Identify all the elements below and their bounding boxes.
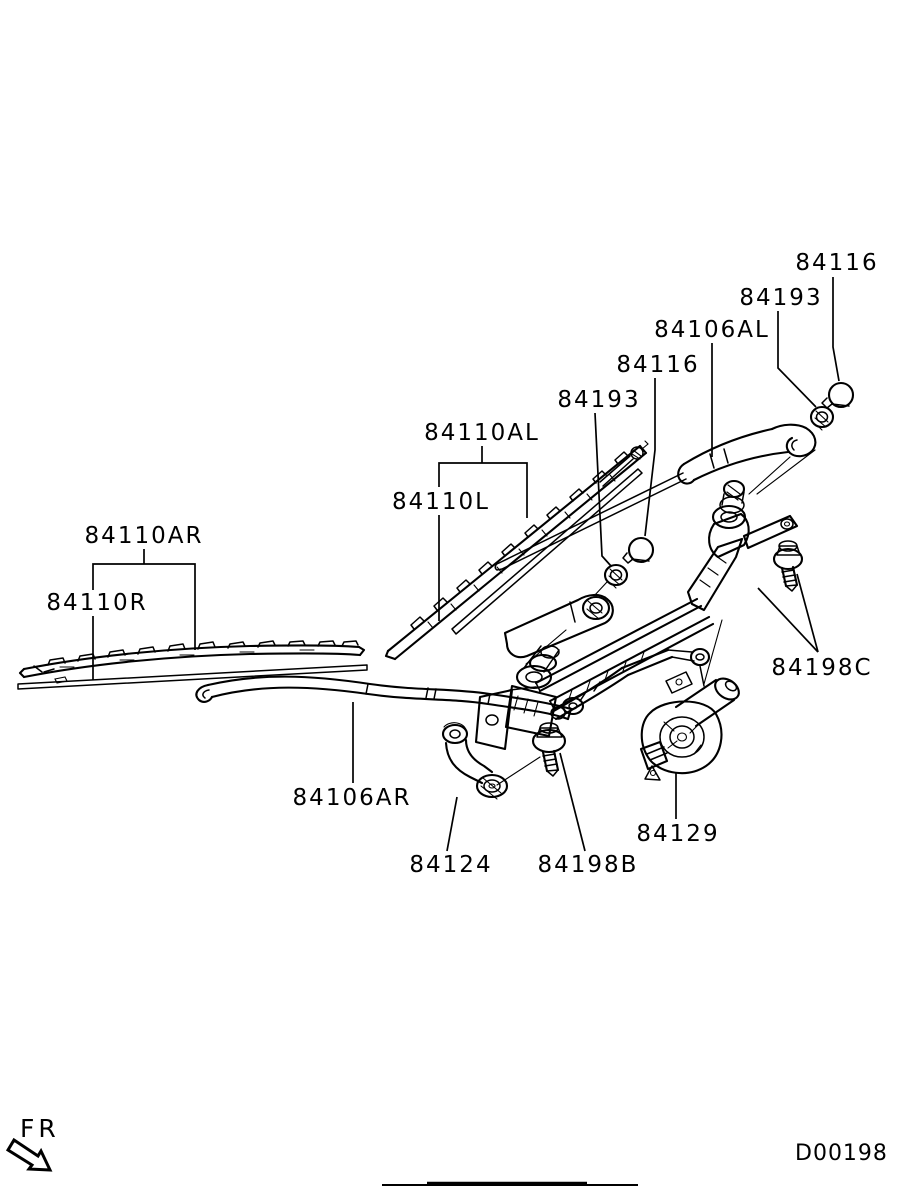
leader-line-84116-left-pivot-cap	[644, 378, 656, 537]
part-label-84110R: 84110R	[46, 590, 147, 616]
arm-hook	[770, 423, 817, 458]
leader-line-84116-right-pivot-cap	[832, 277, 840, 382]
leader-line-84198C	[796, 573, 819, 653]
part-label-84110L: 84110L	[392, 489, 490, 515]
assembly-axis-lines	[496, 449, 816, 786]
blade-claws	[47, 640, 359, 666]
leader-line-84110AR-1	[92, 563, 196, 650]
part-label-84116-left-pivot-cap: 84116	[616, 352, 699, 378]
part-label-84198C: 84198C	[771, 655, 872, 681]
diagram-artwork	[17, 381, 855, 800]
part-label-84198B: 84198B	[538, 852, 639, 878]
part-label-84110AR: 84110AR	[85, 523, 204, 549]
fr-direction-arrow	[5, 1137, 53, 1172]
right-blade-refill	[17, 664, 368, 690]
part-label-84193-right-pivot-grommet: 84193	[739, 285, 822, 311]
left-pivot-cap	[622, 536, 655, 564]
frame-bolt-84198C	[772, 540, 804, 592]
right-wiper-arm	[195, 675, 573, 721]
part-label-84110AL: 84110AL	[424, 420, 540, 446]
leader-line-84110AL-1	[438, 462, 528, 518]
mount-bracket	[441, 722, 509, 800]
part-label-84106AL: 84106AL	[654, 317, 770, 343]
wiper-motor	[639, 665, 740, 781]
leader-line-84198C-1	[757, 587, 819, 653]
arm-head	[503, 593, 614, 659]
part-label-84193-left-pivot-grommet: 84193	[557, 387, 640, 413]
leader-line-84198B	[559, 752, 586, 852]
leader-line-84193-left-pivot-grommet	[594, 412, 612, 567]
leader-line-84124	[446, 796, 458, 852]
right-wiper-blade	[18, 640, 366, 679]
leader-line-84193-right-pivot-grommet	[777, 311, 817, 408]
right-pivot-grommet	[809, 405, 835, 431]
refill-screw-tip	[630, 446, 644, 460]
callout-layer: 84116 84193 84106AL 84116 84193 84110AL 84110L…	[46, 250, 878, 878]
left-blade-refill	[451, 440, 649, 635]
part-label-84116-right-pivot-cap: 84116	[795, 250, 878, 276]
right-pivot-cap	[821, 381, 855, 409]
right-pivot-assembly	[708, 479, 750, 559]
part-label-84106AR: 84106AR	[293, 785, 412, 811]
fr-label: FR	[20, 1114, 60, 1143]
part-label-84124: 84124	[409, 852, 492, 878]
left-wiper-arm	[494, 423, 817, 571]
left-pivot-assembly	[474, 645, 585, 751]
linkage-frame	[509, 514, 799, 721]
diagram-code: D00198	[795, 1141, 888, 1166]
mount-bolt-84198B	[531, 722, 567, 777]
fr-direction-indicator: FR	[5, 1114, 60, 1172]
scan-artifact-line	[382, 1181, 638, 1186]
part-label-84129: 84129	[636, 821, 719, 847]
left-pivot-grommet	[603, 563, 629, 589]
